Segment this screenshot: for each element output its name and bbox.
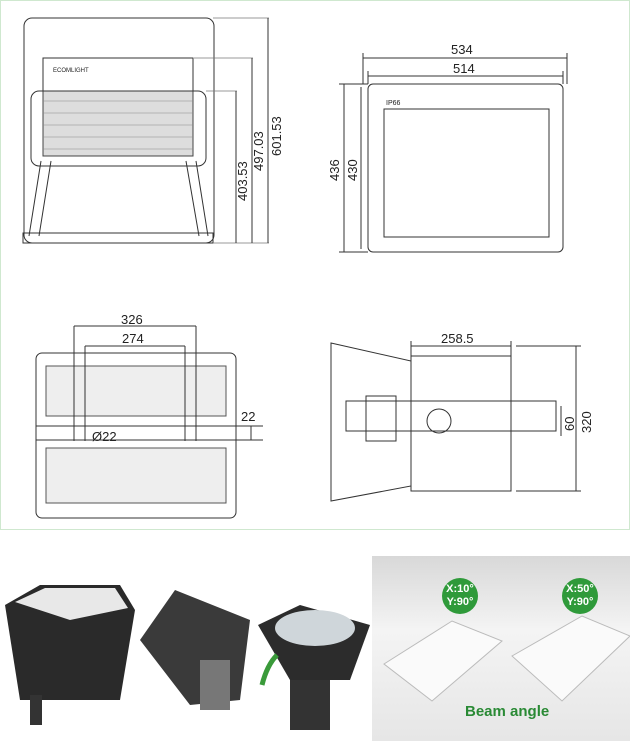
dim-height-403: 403.53: [235, 161, 250, 201]
dim-diameter-22: Ø22: [92, 429, 117, 444]
badge-x-value: X:50°: [566, 583, 594, 595]
dimension-drawings: ECOMLIGHT 403.53 497.03 601.53 IP66 534 …: [22, 17, 594, 519]
dim-height-430: 430: [345, 159, 360, 181]
product-photo-side: [140, 590, 250, 710]
beam-angle-label: Beam angle: [465, 703, 550, 720]
dim-height-601: 601.53: [269, 116, 284, 156]
product-photo-angled: [258, 605, 370, 730]
dim-width-534: 534: [451, 42, 473, 57]
dim-320: 320: [579, 411, 594, 433]
dim-height-497: 497.03: [251, 131, 266, 171]
logo-text: ECOMLIGHT: [53, 68, 89, 74]
front-view: ECOMLIGHT 403.53 497.03 601.53: [22, 17, 284, 244]
badge-y-value: Y:90°: [566, 596, 594, 608]
beam-badge-1: X:10° Y:90°: [442, 578, 478, 614]
ip-label: IP66: [386, 100, 401, 107]
dim-height-436: 436: [327, 159, 342, 181]
badge-y-value: Y:90°: [446, 596, 474, 608]
side-view: 258.5 60 320: [330, 331, 594, 502]
dim-274: 274: [122, 331, 144, 346]
dim-326: 326: [121, 312, 143, 327]
dim-22: 22: [241, 409, 255, 424]
beam-badge-2: X:50° Y:90°: [562, 578, 598, 614]
beam-angle-panel: X:10° Y:90° X:50° Y:90° Beam angle: [372, 556, 630, 741]
dim-width-514: 514: [453, 61, 475, 76]
product-photos: [5, 585, 370, 730]
dim-258-5: 258.5: [441, 331, 474, 346]
back-view: IP66 534 514 436 430: [327, 42, 568, 253]
badge-x-value: X:10°: [446, 583, 474, 595]
product-photo-front: [5, 585, 135, 725]
reflector-images: [383, 615, 630, 702]
technical-drawing-panel: ECOMLIGHT 403.53 497.03 601.53 IP66 534 …: [0, 0, 630, 530]
rotate-arrow-icon: [259, 653, 279, 686]
bottom-view: 326 274 22 Ø22: [35, 312, 263, 519]
dim-60: 60: [562, 417, 577, 431]
